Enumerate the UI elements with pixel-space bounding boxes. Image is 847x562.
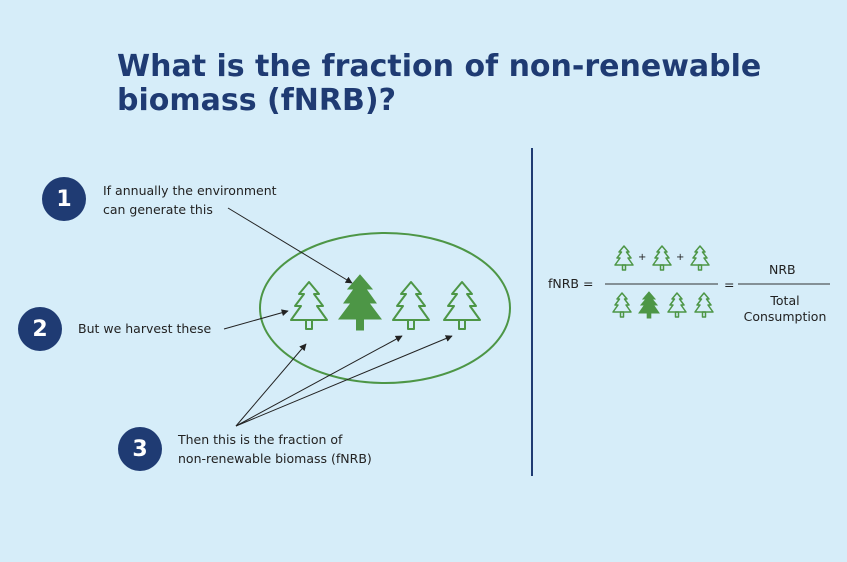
section-divider <box>531 148 533 476</box>
harvested-tree-icon-2 <box>392 281 430 330</box>
step-1-line-2: can generate this <box>103 202 213 217</box>
step-2-line-1: But we harvest these <box>78 321 212 336</box>
forest-ellipse <box>259 232 511 384</box>
arrow-step-2 <box>223 309 289 330</box>
step-1-line-1: If annually the environment <box>103 183 277 198</box>
arrow-step-3-b <box>235 335 403 427</box>
arrow-step-3-c <box>235 335 453 427</box>
step-3-line-1: Then this is the fraction of <box>178 432 343 447</box>
step-2-badge: 2 <box>18 307 62 351</box>
harvested-tree-icon-3 <box>443 281 481 330</box>
formula-lhs: fNRB = <box>548 276 594 291</box>
arrow-step-3-a <box>235 343 307 427</box>
step-1-badge: 1 <box>42 177 86 221</box>
numerator-tree-icon-1 <box>614 245 634 271</box>
denominator-tree-icon-3 <box>694 292 714 318</box>
arrow-step-1 <box>227 207 353 284</box>
formula-equals: = <box>724 277 735 292</box>
numerator-tree-icon-3 <box>690 245 710 271</box>
formula-denominator-line-2: Consumption <box>743 309 827 324</box>
step-3-text: Then this is the fraction of non-renewab… <box>178 430 372 468</box>
denominator-renewable-tree-icon <box>638 291 660 319</box>
formula-numerator: NRB <box>769 262 796 277</box>
step-1-text: If annually the environment can generate… <box>103 181 277 219</box>
formula-plus-2: + <box>676 252 685 263</box>
step-3-badge: 3 <box>118 427 162 471</box>
numerator-tree-icon-2 <box>652 245 672 271</box>
formula-denominator: Total Consumption <box>733 293 837 325</box>
denominator-tree-icon-1 <box>612 292 632 318</box>
formula-denominator-line-1: Total <box>770 293 800 308</box>
harvested-tree-icon-1 <box>290 281 328 330</box>
page-title: What is the fraction of non-renewable bi… <box>117 49 762 118</box>
step-2-text: But we harvest these <box>78 319 211 338</box>
renewable-tree-icon <box>338 274 382 331</box>
denominator-tree-icon-2 <box>667 292 687 318</box>
formula-plus-1: + <box>638 252 647 263</box>
step-3-line-2: non-renewable biomass (fNRB) <box>178 451 372 466</box>
